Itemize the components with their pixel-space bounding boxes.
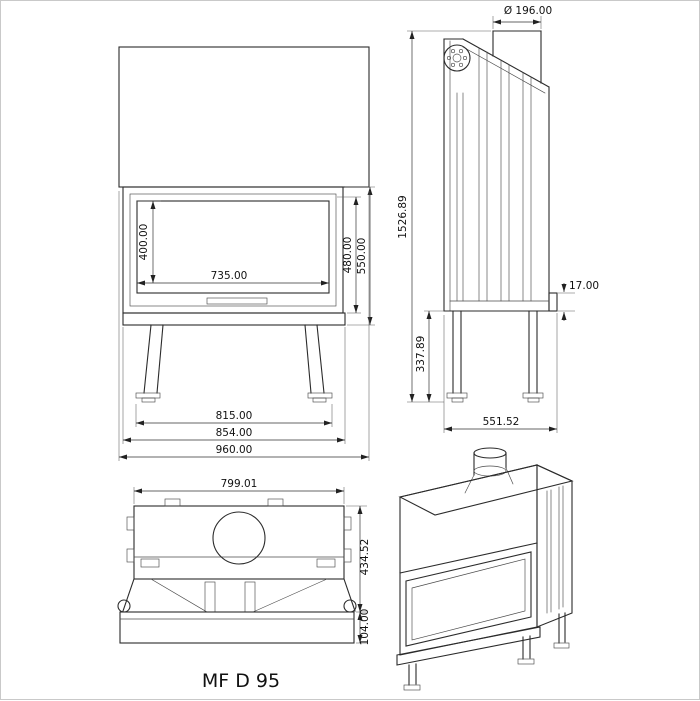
flue-pipe: [492, 30, 542, 84]
dim-side-flue-diameter: Ø 196.00: [504, 5, 552, 17]
dim-top-body-width: 799.01: [221, 478, 258, 490]
perspective-view: [396, 447, 574, 691]
dim-side-total-height: 1526.89: [397, 195, 409, 238]
dim-front-inner-width: 735.00: [211, 270, 248, 282]
glass-front: [136, 200, 330, 294]
dim-top-front-bar-depth: 104.00: [359, 609, 371, 646]
top-view: 799.01 434.52 104.00: [117, 478, 371, 646]
dim-side-leg-height: 337.89: [415, 336, 427, 373]
perspective-base-bar: [396, 626, 541, 666]
perspective-glass-frame: [405, 551, 532, 647]
perspective-side-face: [536, 464, 573, 628]
firebox-frame-inner: [129, 193, 337, 307]
hinge-left: [117, 599, 131, 613]
flue-hole-plan: [212, 511, 266, 565]
convection-channels: [449, 47, 550, 302]
drawing-title: MF D 95: [202, 670, 280, 692]
legs-front: [135, 324, 333, 403]
side-view: Ø 196.00 1526.89 17.00 337.89 551.52: [397, 5, 599, 433]
front-bar-plan: [119, 611, 355, 644]
body-plan: [133, 505, 345, 580]
front-funnel-plan: [122, 578, 356, 613]
dim-front-inner-height: 400.00: [138, 224, 150, 261]
dim-front-base-width: 854.00: [216, 427, 253, 439]
dim-top-body-depth: 434.52: [359, 539, 371, 576]
dim-front-opening-height: 480.00: [342, 237, 354, 274]
hinge-right: [343, 599, 357, 613]
foot-right: [307, 392, 333, 399]
side-body: [443, 38, 558, 312]
dim-front-body-height: 550.00: [356, 238, 368, 275]
dim-side-depth: 551.52: [483, 416, 520, 428]
perspective-legs: [403, 612, 570, 691]
base-plate: [122, 312, 346, 326]
side-dimensions: Ø 196.00 1526.89 17.00 337.89 551.52: [397, 5, 599, 433]
dim-side-rear-offset: 17.00: [569, 280, 599, 292]
dim-front-feet-span: 815.00: [216, 410, 253, 422]
damper-fan: [443, 44, 471, 72]
top-dimensions: 799.01 434.52 104.00: [133, 478, 371, 646]
door-handle: [206, 297, 268, 305]
front-dimensions: 400.00 735.00 480.00 550.00 815.00 854.0…: [118, 186, 375, 461]
legs-side: [446, 310, 544, 403]
front-view: 400.00 735.00 480.00 550.00 815.00 854.0…: [118, 46, 375, 461]
perspective-flue: [464, 447, 514, 494]
foot-left: [135, 392, 161, 399]
dim-front-total-width: 960.00: [216, 444, 253, 456]
perspective-top-face: [398, 464, 574, 516]
hood-front: [118, 46, 370, 188]
firebox-frame-outer: [122, 186, 344, 314]
perspective-glass: [411, 558, 526, 641]
perspective-front-face: [399, 464, 538, 656]
rear-bracket: [548, 292, 558, 312]
